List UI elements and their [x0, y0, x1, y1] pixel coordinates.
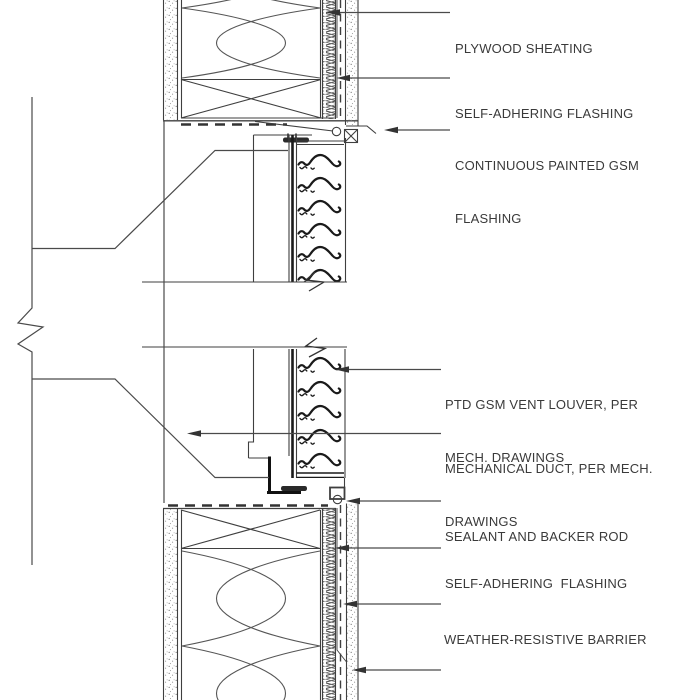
- leader-plywood-sheathing: [326, 9, 450, 16]
- plywood-sheathing-lower: [322, 508, 336, 700]
- backer-rod-circle-sill: [332, 494, 343, 505]
- plywood-sheathing-upper: [322, 0, 336, 119]
- label-mechanical-duct: MECHANICAL DUCT, PER MECH. DRAWINGS: [445, 425, 653, 565]
- gsm-flashing-boot: [267, 456, 301, 494]
- cross-bracing-lower: [180, 509, 321, 550]
- head-flashing-slope: [254, 120, 334, 132]
- label-text: MECHANICAL DUCT, PER MECH.: [445, 461, 653, 476]
- mechanical-duct-lower: [247, 349, 307, 494]
- stucco-lower: [346, 503, 358, 700]
- section-break-lines: [142, 281, 347, 348]
- flashing-drip-edge: [346, 125, 377, 134]
- leader-ptd-gsm-vent-louver: [335, 366, 441, 373]
- batt-insulation-lower: [181, 550, 321, 700]
- leader-weather-resistive-barrier: [343, 600, 441, 608]
- label-text: SELF-ADHERING FLASHING: [455, 106, 634, 121]
- label-text: MECH. DRAWINGS: [445, 449, 565, 465]
- label-text: SEALANT AND BACKER ROD: [445, 529, 629, 544]
- label-text: SELF-ADHERING FLASHING: [445, 576, 628, 591]
- louver-sill-detail: [329, 478, 346, 505]
- mechanical-duct-upper: [252, 134, 312, 282]
- upper-wall-assembly: [162, 0, 359, 126]
- label-leaders: [187, 9, 450, 674]
- leader-acrylic-stucco: [352, 666, 441, 674]
- label-text: CONTINUOUS PAINTED GSM: [455, 158, 640, 173]
- batt-insulation-upper: [181, 0, 321, 79]
- anchor-fastener-lower: [281, 486, 307, 491]
- label-plywood-sheathing: PLYWOOD SHEATING: [455, 5, 593, 93]
- leader-mechanical-duct: [187, 430, 441, 437]
- label-sealant-backer-rod: SEALANT AND BACKER ROD: [445, 493, 628, 581]
- label-text: ACRYLIC STUCCO o/ METAL: [445, 697, 625, 700]
- left-reference-lines: [16, 97, 288, 565]
- lower-wall-assembly: [162, 503, 359, 700]
- label-text: WEATHER-RESISTIVE BARRIER: [444, 632, 647, 647]
- label-self-adhering-flashing-top: SELF-ADHERING FLASHING: [455, 70, 634, 158]
- leader-line-upper-left: [32, 149, 288, 250]
- label-acrylic-stucco: ACRYLIC STUCCO o/ METAL LATH: [445, 662, 625, 700]
- label-text: DRAWINGS: [445, 513, 518, 529]
- label-text: FLASHING: [455, 210, 522, 226]
- vent-louver-upper: [291, 135, 347, 282]
- label-ptd-gsm-vent-louver: PTD GSM VENT LOUVER, PER MECH. DRAWINGS: [445, 361, 638, 501]
- label-continuous-gsm-flashing: CONTINUOUS PAINTED GSM FLASHING: [455, 122, 639, 262]
- stucco-upper: [345, 0, 358, 125]
- leader-sealant-backer-rod: [346, 497, 441, 505]
- vent-louver-lower: [291, 349, 346, 478]
- label-self-adhering-flashing-bottom: SELF-ADHERING FLASHING: [445, 540, 627, 628]
- leader-line-lower-left: [32, 378, 269, 479]
- backer-rod-circle-head: [331, 126, 342, 137]
- section-break-line-left: [16, 97, 45, 565]
- label-weather-resistive-barrier: WEATHER-RESISTIVE BARRIER: [444, 596, 647, 684]
- label-text: PTD GSM VENT LOUVER, PER: [445, 397, 639, 412]
- cross-bracing-upper: [180, 78, 336, 119]
- leader-self-adhering-flashing-top: [336, 74, 450, 82]
- leader-self-adhering-flashing-bottom: [335, 544, 441, 552]
- break-mark-lower-louver: [304, 337, 328, 358]
- break-mark-upper-louver: [304, 271, 326, 292]
- leader-continuous-gsm-flashing: [384, 126, 450, 134]
- label-text: PLYWOOD SHEATING: [455, 41, 593, 56]
